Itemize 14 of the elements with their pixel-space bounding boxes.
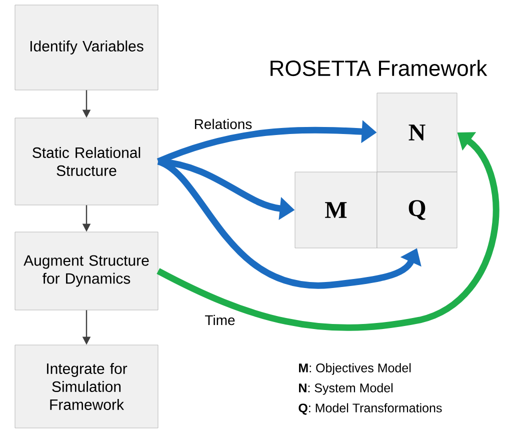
model-box: Q	[376, 172, 458, 248]
title: ROSETTA Framework	[270, 60, 488, 76]
model-box: N	[376, 92, 458, 172]
key-entry: N: System Model	[299, 383, 393, 395]
arrow	[156, 132, 500, 331]
process-box: Identify Variables	[14, 4, 158, 90]
edge-label: Relations	[192, 118, 254, 130]
edge-label: Time	[204, 314, 236, 326]
key-entry: Q: Model Transformations	[298, 403, 442, 415]
key-entry: M: Objectives Model	[299, 363, 411, 375]
process-box: Integrate for Simulation Framework	[14, 344, 158, 428]
process-box: Augment Structure for Dynamics	[14, 232, 158, 310]
process-box: Static Relational Structure	[14, 118, 158, 206]
model-box: M	[294, 172, 378, 248]
